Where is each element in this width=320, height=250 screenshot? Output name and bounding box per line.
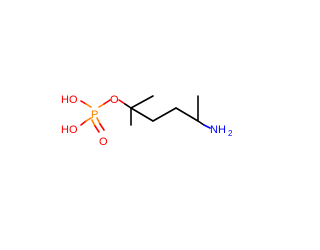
bond-c5-n-black — [197, 120, 205, 126]
bond-c3-c4 — [152, 107, 177, 122]
phosphate-bonds — [80, 99, 111, 133]
structure-canvas: HO HO P O O NH 2 — [61, 94, 233, 148]
ester-bond — [118, 99, 132, 109]
bond-o-c-black — [124, 103, 132, 109]
bond-c2-methyl-up — [130, 95, 154, 109]
bond-p-o-double-1-orange — [91, 119, 96, 127]
atom-ho-top: HO — [61, 94, 78, 106]
bond-c2-c3 — [130, 107, 154, 122]
bond-ho-top-p-orange — [85, 103, 92, 108]
molecule-structure: HO HO P O O NH 2 — [61, 94, 233, 148]
carbon-skeleton — [130, 95, 211, 129]
atom-amine-subscript: 2 — [228, 129, 233, 138]
bond-ho-top-p-red — [80, 100, 87, 105]
atom-phosphorus: P — [91, 109, 98, 121]
bond-p-o-ester-orange — [98, 103, 105, 108]
atom-amine-nh: NH — [210, 124, 226, 136]
bond-c5-n-blue — [203, 124, 211, 129]
atom-double-oxygen: O — [99, 136, 108, 148]
bond-ho-bottom-p-orange — [85, 117, 92, 122]
bond-p-o-ester-red — [103, 99, 111, 105]
atom-ho-bottom: HO — [61, 124, 78, 136]
atom-ester-oxygen: O — [110, 94, 119, 106]
atom-labels: HO HO P O O NH 2 — [61, 94, 233, 148]
bond-o-c-red — [118, 99, 126, 105]
bond-p-o-double-2-orange — [96, 117, 101, 125]
bond-c4-c5 — [175, 107, 199, 122]
bond-ho-bottom-p-red — [80, 120, 87, 126]
bond-p-o-double-2-red — [99, 123, 105, 131]
bond-p-o-double-1-red — [94, 125, 100, 133]
